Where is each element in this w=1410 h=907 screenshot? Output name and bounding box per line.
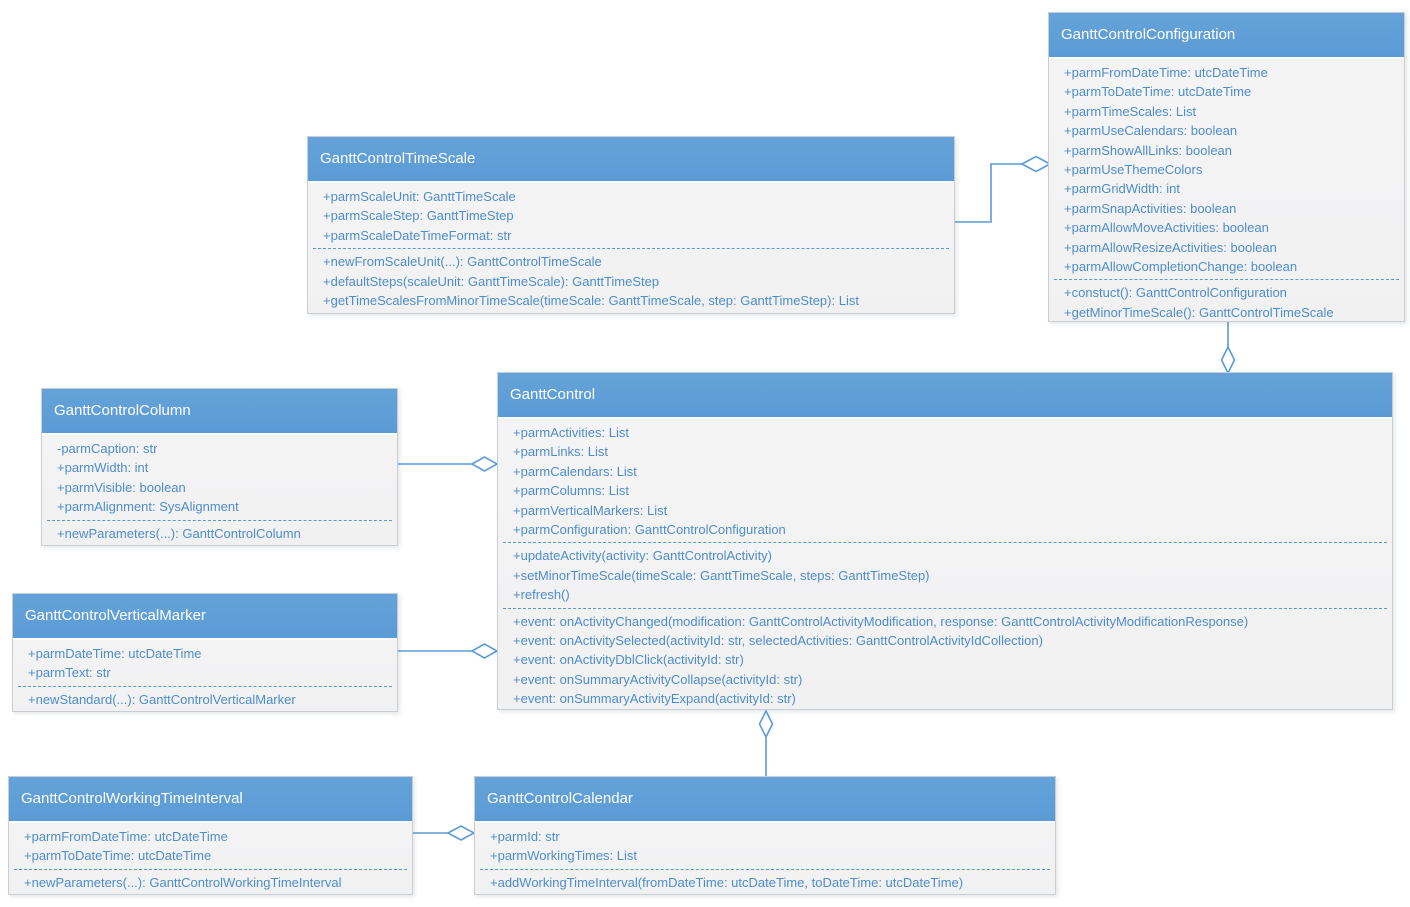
class-attribute: +parmConfiguration: GanttControlConfigur…: [513, 521, 786, 537]
class-gantt-control-calendar[interactable]: GanttControlCalendar +parmId: str +parmWo…: [474, 776, 1056, 895]
aggregation-column-to-ganttcontrol: [398, 456, 499, 472]
class-attribute: +parmGridWidth: int: [1064, 181, 1180, 197]
class-event: +event: onSummaryActivityExpand(activity…: [513, 691, 796, 707]
class-attribute: +parmVisible: boolean: [57, 479, 186, 495]
class-attribute: +parmVerticalMarkers: List: [513, 502, 668, 518]
class-attribute: +parmAllowCompletionChange: boolean: [1064, 258, 1298, 274]
class-title: GanttControl: [498, 373, 1392, 419]
class-title: GanttControlTimeScale: [308, 137, 954, 183]
class-event: +event: onActivityChanged(modification: …: [513, 613, 1249, 629]
class-attribute: +parmSnapActivities: boolean: [1064, 200, 1237, 216]
aggregation-calendar-to-ganttcontrol: [758, 709, 774, 776]
class-method: +constuct(): GanttControlConfiguration: [1064, 285, 1287, 301]
class-method: +updateActivity(activity: GanttControlAc…: [513, 548, 773, 564]
methods-section: +addWorkingTimeInterval(fromDateTime: ut…: [475, 873, 1055, 892]
class-attribute: +parmLinks: List: [513, 444, 609, 460]
attributes-section: +parmDateTime: utcDateTime +parmText: str: [13, 644, 397, 683]
class-body: +parmDateTime: utcDateTime +parmText: str…: [13, 640, 397, 709]
class-method: +newFromScaleUnit(...): GanttControlTime…: [323, 254, 602, 270]
section-divider: [1054, 279, 1399, 281]
class-method: +defaultSteps(scaleUnit: GanttTimeScale)…: [323, 273, 660, 289]
class-attribute: +parmColumns: List: [513, 483, 629, 499]
section-divider: [503, 607, 1387, 609]
class-attribute: +parmAlignment: SysAlignment: [57, 499, 239, 515]
class-attribute: +parmTimeScales: List: [1064, 103, 1197, 119]
attributes-section: +parmScaleUnit: GanttTimeScale +parmScale…: [308, 187, 954, 245]
class-method: +refresh(): [513, 587, 570, 603]
methods-section: +newParameters(...): GanttControlColumn: [42, 524, 397, 543]
class-attribute: +parmToDateTime: utcDateTime: [1064, 84, 1252, 100]
class-event: +event: onActivityDblClick(activityId: s…: [513, 652, 744, 668]
class-title: GanttControlCalendar: [475, 777, 1055, 823]
class-method: +setMinorTimeScale(timeScale: GanttTimeS…: [513, 567, 930, 583]
class-attribute: +parmActivities: List: [513, 425, 629, 440]
events-section: +event: onActivityChanged(modification: …: [498, 612, 1392, 709]
class-method: +addWorkingTimeInterval(fromDateTime: ut…: [490, 874, 964, 890]
class-body: +parmFromDateTime: utcDateTime +parmToDat…: [1049, 59, 1404, 322]
class-method: +newStandard(...): GanttControlVerticalM…: [28, 691, 296, 707]
aggregation-workingtimeinterval-to-calendar: [413, 825, 476, 841]
class-gantt-control-vertical-marker[interactable]: GanttControlVerticalMarker +parmDateTime…: [12, 593, 398, 712]
class-attribute: +parmScaleDateTimeFormat: str: [323, 227, 512, 243]
class-attribute: +parmUseThemeColors: [1064, 161, 1203, 177]
class-body: -parmCaption: str +parmWidth: int +parmVis…: [42, 435, 397, 543]
class-method: +getMinorTimeScale(): GanttControlTimeSc…: [1064, 304, 1334, 320]
section-divider: [480, 868, 1050, 870]
methods-section: +newStandard(...): GanttControlVerticalM…: [13, 690, 397, 709]
class-body: +parmActivities: List +parmLinks: List +pa…: [498, 419, 1392, 708]
class-attribute: +parmScaleUnit: GanttTimeScale: [323, 189, 516, 204]
section-divider: [503, 542, 1387, 544]
aggregation-configuration-to-ganttcontrol: [1220, 322, 1236, 375]
class-attribute: +parmToDateTime: utcDateTime: [24, 848, 212, 864]
class-attribute: +parmCalendars: List: [513, 463, 637, 479]
class-attribute: +parmFromDateTime: utcDateTime: [24, 829, 228, 844]
methods-section: +newParameters(...): GanttControlWorking…: [9, 873, 412, 892]
class-gantt-control-working-time-interval[interactable]: GanttControlWorkingTimeInterval +parmFro…: [8, 776, 413, 895]
section-divider: [47, 519, 392, 521]
aggregation-verticalmarker-to-ganttcontrol: [398, 643, 499, 659]
class-attribute: +parmWidth: int: [57, 460, 149, 476]
class-gantt-control-column[interactable]: GanttControlColumn -parmCaption: str +par…: [41, 388, 398, 546]
class-gantt-control-time-scale[interactable]: GanttControlTimeScale +parmScaleUnit: Ga…: [307, 136, 955, 314]
attributes-section: +parmFromDateTime: utcDateTime +parmToDat…: [9, 827, 412, 866]
class-method: +getTimeScalesFromMinorTimeScale(timeSca…: [323, 292, 859, 308]
class-event: +event: onActivitySelected(activityId: s…: [513, 632, 1043, 648]
class-attribute: +parmFromDateTime: utcDateTime: [1064, 65, 1268, 80]
attributes-section: +parmFromDateTime: utcDateTime +parmToDat…: [1049, 63, 1404, 276]
methods-section: +updateActivity(activity: GanttControlAc…: [498, 546, 1392, 604]
class-body: +parmScaleUnit: GanttTimeScale +parmScale…: [308, 183, 954, 310]
attributes-section: +parmActivities: List +parmLinks: List +pa…: [498, 423, 1392, 539]
class-body: +parmId: str +parmWorkingTimes: List +add…: [475, 823, 1055, 892]
class-attribute: +parmUseCalendars: boolean: [1064, 123, 1238, 139]
section-divider: [18, 685, 392, 687]
class-method: +newParameters(...): GanttControlColumn: [57, 525, 301, 541]
class-title: GanttControlConfiguration: [1049, 13, 1404, 59]
class-title: GanttControlColumn: [42, 389, 397, 435]
class-title: GanttControlWorkingTimeInterval: [9, 777, 412, 823]
class-attribute: +parmShowAllLinks: boolean: [1064, 142, 1233, 158]
aggregation-timescale-to-configuration: [955, 155, 1052, 223]
class-attribute: +parmAllowResizeActivities: boolean: [1064, 239, 1277, 255]
class-attribute: -parmCaption: str: [57, 441, 158, 456]
class-body: +parmFromDateTime: utcDateTime +parmToDat…: [9, 823, 412, 892]
class-attribute: +parmAllowMoveActivities: boolean: [1064, 220, 1269, 236]
section-divider: [313, 248, 949, 250]
class-attribute: +parmScaleStep: GanttTimeStep: [323, 208, 514, 224]
section-divider: [14, 868, 407, 870]
class-method: +newParameters(...): GanttControlWorking…: [24, 874, 342, 890]
class-event: +event: onSummaryActivityCollapse(activi…: [513, 671, 803, 687]
class-gantt-control[interactable]: GanttControl +parmActivities: List +parmL…: [497, 372, 1393, 710]
class-attribute: +parmId: str: [490, 829, 560, 844]
methods-section: +newFromScaleUnit(...): GanttControlTime…: [308, 252, 954, 310]
attributes-section: -parmCaption: str +parmWidth: int +parmVis…: [42, 439, 397, 517]
class-gantt-control-configuration[interactable]: GanttControlConfiguration +parmFromDateT…: [1048, 12, 1405, 322]
class-attribute: +parmWorkingTimes: List: [490, 848, 638, 864]
methods-section: +constuct(): GanttControlConfiguration +g…: [1049, 283, 1404, 322]
attributes-section: +parmId: str +parmWorkingTimes: List: [475, 827, 1055, 866]
class-title: GanttControlVerticalMarker: [13, 594, 397, 640]
class-attribute: +parmText: str: [28, 665, 111, 681]
class-attribute: +parmDateTime: utcDateTime: [28, 646, 202, 661]
